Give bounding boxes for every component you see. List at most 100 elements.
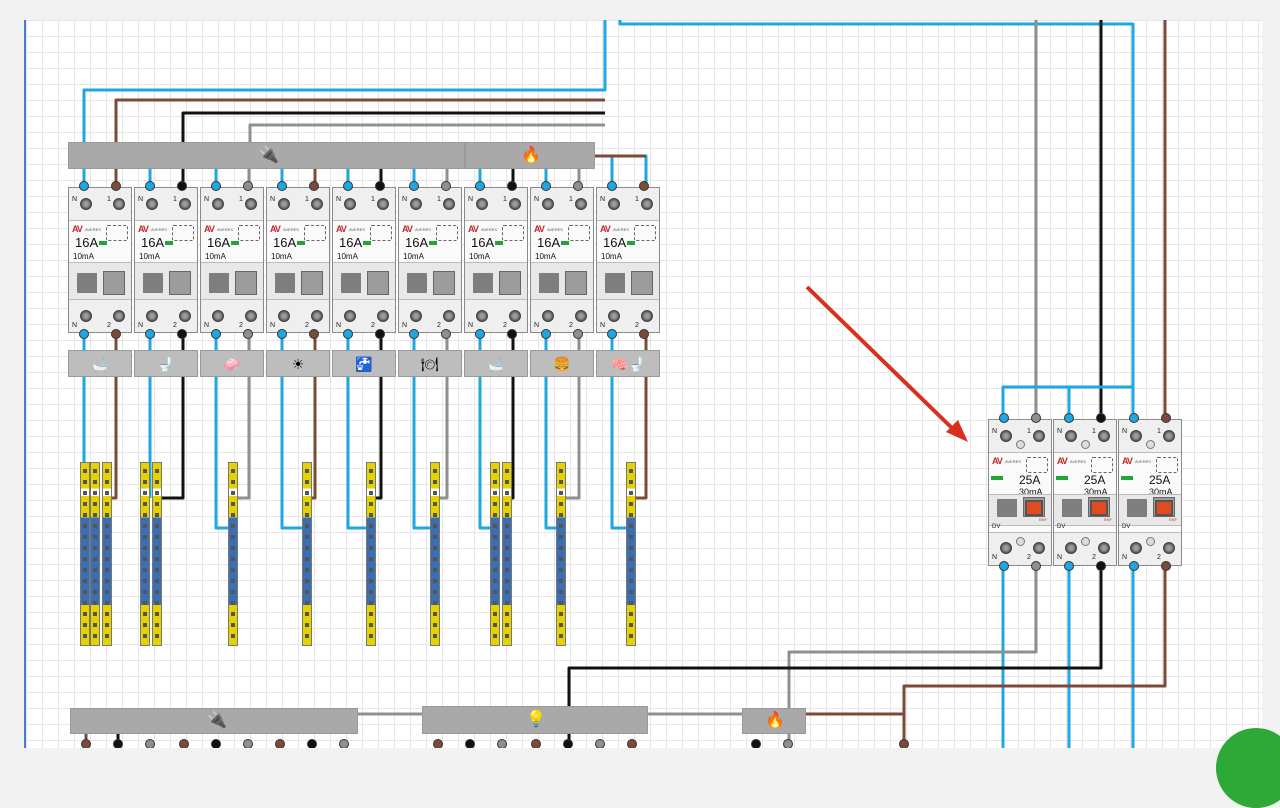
rcbo-breaker-9[interactable]: N 1 AV AVERES 16A 10mA EKF N 2 bbox=[596, 187, 660, 333]
screw-icon[interactable] bbox=[1000, 542, 1012, 554]
wire-terminal-dot[interactable] bbox=[307, 739, 317, 748]
screw-icon[interactable] bbox=[146, 198, 158, 210]
screw-icon[interactable] bbox=[278, 198, 290, 210]
screw-icon[interactable] bbox=[179, 310, 191, 322]
top-busbar-right[interactable]: 🔥 bbox=[465, 142, 595, 169]
wire-terminal-dot[interactable] bbox=[507, 329, 517, 339]
wire-terminal-dot[interactable] bbox=[1031, 413, 1041, 423]
wire-terminal-dot[interactable] bbox=[81, 739, 91, 748]
terminal-block-strip[interactable] bbox=[366, 462, 376, 646]
circuit-label[interactable]: 🍔 bbox=[530, 350, 594, 377]
rcd-2[interactable]: N 1 AV AVERES 25A 30mA EKF DV N 2 bbox=[1053, 419, 1117, 566]
screw-icon[interactable] bbox=[410, 198, 422, 210]
rcbo-breaker-5[interactable]: N 1 AV AVERES 16A 10mA EKF N 2 bbox=[332, 187, 396, 333]
screw-icon[interactable] bbox=[344, 198, 356, 210]
wire-terminal-dot[interactable] bbox=[999, 413, 1009, 423]
screw-icon[interactable] bbox=[509, 198, 521, 210]
rcd-3[interactable]: N 1 AV AVERES 25A 30mA EKF DV N 2 bbox=[1118, 419, 1182, 566]
screw-icon[interactable] bbox=[311, 310, 323, 322]
screw-icon[interactable] bbox=[542, 198, 554, 210]
screw-icon[interactable] bbox=[641, 198, 653, 210]
screw-icon[interactable] bbox=[146, 310, 158, 322]
wire-terminal-dot[interactable] bbox=[573, 329, 583, 339]
wire-terminal-dot[interactable] bbox=[531, 739, 541, 748]
screw-icon[interactable] bbox=[575, 198, 587, 210]
rcbo-breaker-7[interactable]: N 1 AV AVERES 16A 10mA EKF N 2 bbox=[464, 187, 528, 333]
screw-icon[interactable] bbox=[443, 310, 455, 322]
screw-icon[interactable] bbox=[80, 198, 92, 210]
wire-terminal-dot[interactable] bbox=[497, 739, 507, 748]
terminal-block-strip[interactable] bbox=[152, 462, 162, 646]
top-busbar-left[interactable]: 🔌 bbox=[68, 142, 465, 169]
wire-terminal-dot[interactable] bbox=[1161, 561, 1171, 571]
screw-icon[interactable] bbox=[113, 198, 125, 210]
rcbo-breaker-3[interactable]: N 1 AV AVERES 16A 10mA EKF N 2 bbox=[200, 187, 264, 333]
wire-terminal-dot[interactable] bbox=[113, 739, 123, 748]
screw-icon[interactable] bbox=[344, 310, 356, 322]
screw-icon[interactable] bbox=[212, 198, 224, 210]
reset-button[interactable] bbox=[1090, 500, 1108, 516]
screw-icon[interactable] bbox=[509, 310, 521, 322]
wire-terminal-dot[interactable] bbox=[339, 739, 349, 748]
reset-button[interactable] bbox=[1155, 500, 1173, 516]
terminal-block-strip[interactable] bbox=[430, 462, 440, 646]
wire-terminal-dot[interactable] bbox=[179, 739, 189, 748]
wire-terminal-dot[interactable] bbox=[111, 181, 121, 191]
screw-icon[interactable] bbox=[377, 310, 389, 322]
wire-terminal-dot[interactable] bbox=[275, 739, 285, 748]
wire-terminal-dot[interactable] bbox=[177, 329, 187, 339]
wire-terminal-dot[interactable] bbox=[541, 329, 551, 339]
screw-icon[interactable] bbox=[179, 198, 191, 210]
wire-terminal-dot[interactable] bbox=[309, 181, 319, 191]
terminal-block-strip[interactable] bbox=[90, 462, 100, 646]
wire-terminal-dot[interactable] bbox=[1064, 561, 1074, 571]
wire-terminal-dot[interactable] bbox=[211, 739, 221, 748]
wire-terminal-dot[interactable] bbox=[277, 181, 287, 191]
screw-icon[interactable] bbox=[1033, 430, 1045, 442]
wire-terminal-dot[interactable] bbox=[1064, 413, 1074, 423]
wire-terminal-dot[interactable] bbox=[507, 181, 517, 191]
wire-terminal-dot[interactable] bbox=[177, 181, 187, 191]
circuit-label[interactable]: 🧼 bbox=[200, 350, 264, 377]
wire-terminal-dot[interactable] bbox=[277, 329, 287, 339]
wire-terminal-dot[interactable] bbox=[441, 181, 451, 191]
wire-terminal-dot[interactable] bbox=[1161, 413, 1171, 423]
wire-terminal-dot[interactable] bbox=[145, 739, 155, 748]
wire-terminal-dot[interactable] bbox=[409, 181, 419, 191]
wire-terminal-dot[interactable] bbox=[639, 329, 649, 339]
wire-terminal-dot[interactable] bbox=[1031, 561, 1041, 571]
wire-terminal-dot[interactable] bbox=[111, 329, 121, 339]
screw-icon[interactable] bbox=[1163, 542, 1175, 554]
bottom-busbar-left[interactable]: 🔌 bbox=[70, 708, 358, 734]
screw-icon[interactable] bbox=[443, 198, 455, 210]
circuit-label[interactable]: 🍽 bbox=[398, 350, 462, 377]
wire-terminal-dot[interactable] bbox=[375, 329, 385, 339]
reset-button[interactable] bbox=[1025, 500, 1043, 516]
screw-icon[interactable] bbox=[1130, 542, 1142, 554]
wire-terminal-dot[interactable] bbox=[1129, 413, 1139, 423]
wire-terminal-dot[interactable] bbox=[595, 739, 605, 748]
terminal-block-strip[interactable] bbox=[490, 462, 500, 646]
wire-terminal-dot[interactable] bbox=[475, 181, 485, 191]
terminal-block-strip[interactable] bbox=[228, 462, 238, 646]
screw-icon[interactable] bbox=[245, 310, 257, 322]
wire-terminal-dot[interactable] bbox=[475, 329, 485, 339]
terminal-block-strip[interactable] bbox=[626, 462, 636, 646]
rcbo-breaker-4[interactable]: N 1 AV AVERES 16A 10mA EKF N 2 bbox=[266, 187, 330, 333]
wire-terminal-dot[interactable] bbox=[433, 739, 443, 748]
floating-action-button[interactable] bbox=[1216, 728, 1280, 808]
wire-terminal-dot[interactable] bbox=[441, 329, 451, 339]
screw-icon[interactable] bbox=[1098, 430, 1110, 442]
rcbo-breaker-8[interactable]: N 1 AV AVERES 16A 10mA EKF N 2 bbox=[530, 187, 594, 333]
wire-terminal-dot[interactable] bbox=[627, 739, 637, 748]
wire-terminal-dot[interactable] bbox=[639, 181, 649, 191]
wire-terminal-dot[interactable] bbox=[409, 329, 419, 339]
wire-terminal-dot[interactable] bbox=[79, 329, 89, 339]
screw-icon[interactable] bbox=[212, 310, 224, 322]
wire-terminal-dot[interactable] bbox=[783, 739, 793, 748]
test-button-icon[interactable] bbox=[1016, 440, 1025, 449]
circuit-label[interactable]: ☀ bbox=[266, 350, 330, 377]
wire-terminal-dot[interactable] bbox=[243, 181, 253, 191]
screw-icon[interactable] bbox=[542, 310, 554, 322]
circuit-label[interactable]: 🛁 bbox=[68, 350, 132, 377]
